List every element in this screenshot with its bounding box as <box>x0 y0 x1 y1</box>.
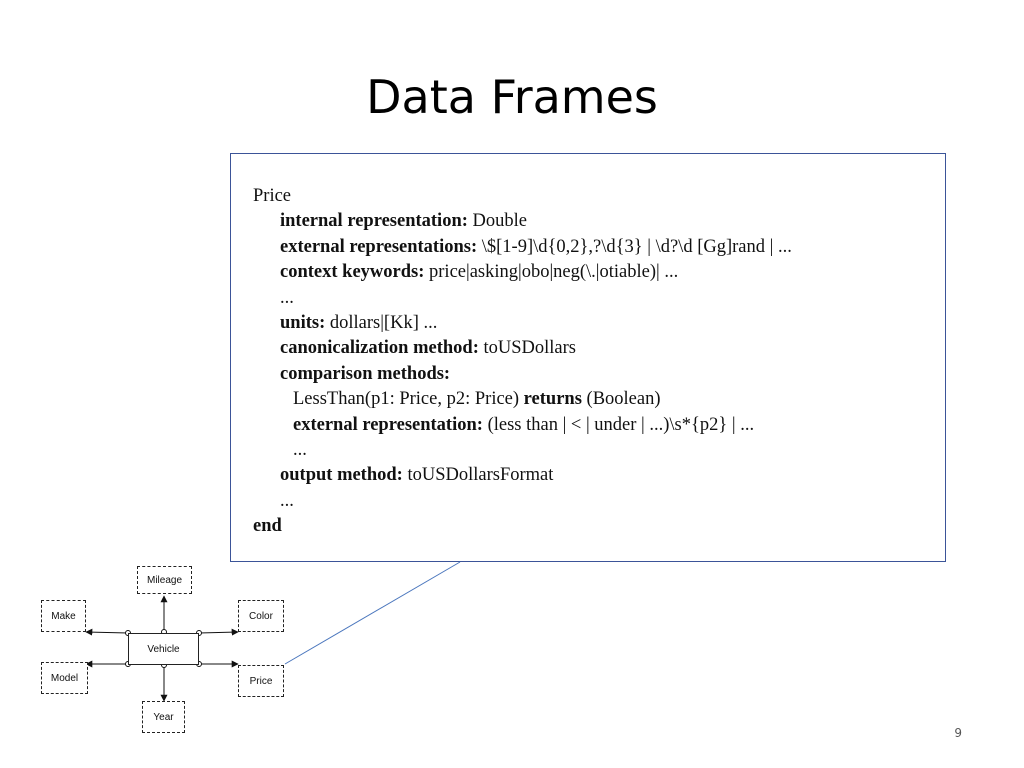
output-method-line: output method: toUSDollarsFormat <box>253 463 792 488</box>
returns-value: (Boolean) <box>586 389 661 410</box>
make-edge <box>85 628 129 636</box>
mileage-node: Mileage <box>137 566 192 594</box>
method-ellipsis-line: ... <box>293 439 307 460</box>
frame-name: Price <box>253 186 292 206</box>
comparison-methods-line: comparison methods: <box>253 362 792 387</box>
frame-connector-line <box>284 561 461 665</box>
internal-representation-value: Double <box>472 211 527 232</box>
units-value: dollars|[Kk] ... <box>329 312 438 333</box>
internal-representation-line: internal representation: Double <box>253 209 792 234</box>
canonicalization-line: canonicalization method: toUSDollars <box>253 336 792 361</box>
external-representations-label: external representations: <box>280 236 478 257</box>
color-node: Color <box>238 600 284 632</box>
make-node: Make <box>41 600 86 632</box>
method-signature: LessThan(p1: Price, p2: Price) <box>293 389 520 410</box>
units-label: units: <box>280 312 326 333</box>
output-method-value: toUSDollarsFormat <box>407 465 554 486</box>
year-node: Year <box>142 701 185 733</box>
model-node: Model <box>41 662 88 694</box>
method-external-representation-label: external representation: <box>293 414 483 435</box>
external-representations-value: \$[1-9]\d{0,2},?\d{3} | \d?\d [Gg]rand |… <box>481 236 792 257</box>
data-frame-definition: Price internal representation: Double ex… <box>253 184 792 539</box>
vehicle-node: Vehicle <box>128 633 199 665</box>
units-line: units: dollars|[Kk] ... <box>253 311 792 336</box>
context-keywords-value: price|asking|obo|neg(\.|otiable)| ... <box>429 262 679 283</box>
page-number: 9 <box>954 726 962 740</box>
method-external-representation-line: external representation: (less than | < … <box>253 413 792 438</box>
canonicalization-value: toUSDollars <box>483 338 577 359</box>
comparison-methods-label: comparison methods: <box>280 363 451 384</box>
context-keywords-label: context keywords: <box>280 262 425 283</box>
color-edge <box>198 628 239 636</box>
method-external-representation-value: (less than | < | under | ...)\s*{p2} | .… <box>487 414 755 435</box>
data-frame-box: Price internal representation: Double ex… <box>230 153 946 562</box>
end-label: end <box>253 516 282 537</box>
returns-label: returns <box>523 389 582 410</box>
canonicalization-label: canonicalization method: <box>280 338 479 359</box>
external-representations-line: external representations: \$[1-9]\d{0,2}… <box>253 235 792 260</box>
end-line: end <box>253 514 792 539</box>
price-node: Price <box>238 665 284 697</box>
ellipsis-line: ... <box>280 287 294 308</box>
method-signature-line: LessThan(p1: Price, p2: Price) returns (… <box>253 387 792 412</box>
output-method-label: output method: <box>280 465 403 486</box>
slide-title: Data Frames <box>366 70 658 124</box>
internal-representation-label: internal representation: <box>280 211 468 232</box>
trailing-ellipsis-line: ... <box>280 490 294 511</box>
context-keywords-line: context keywords: price|asking|obo|neg(\… <box>253 260 792 285</box>
